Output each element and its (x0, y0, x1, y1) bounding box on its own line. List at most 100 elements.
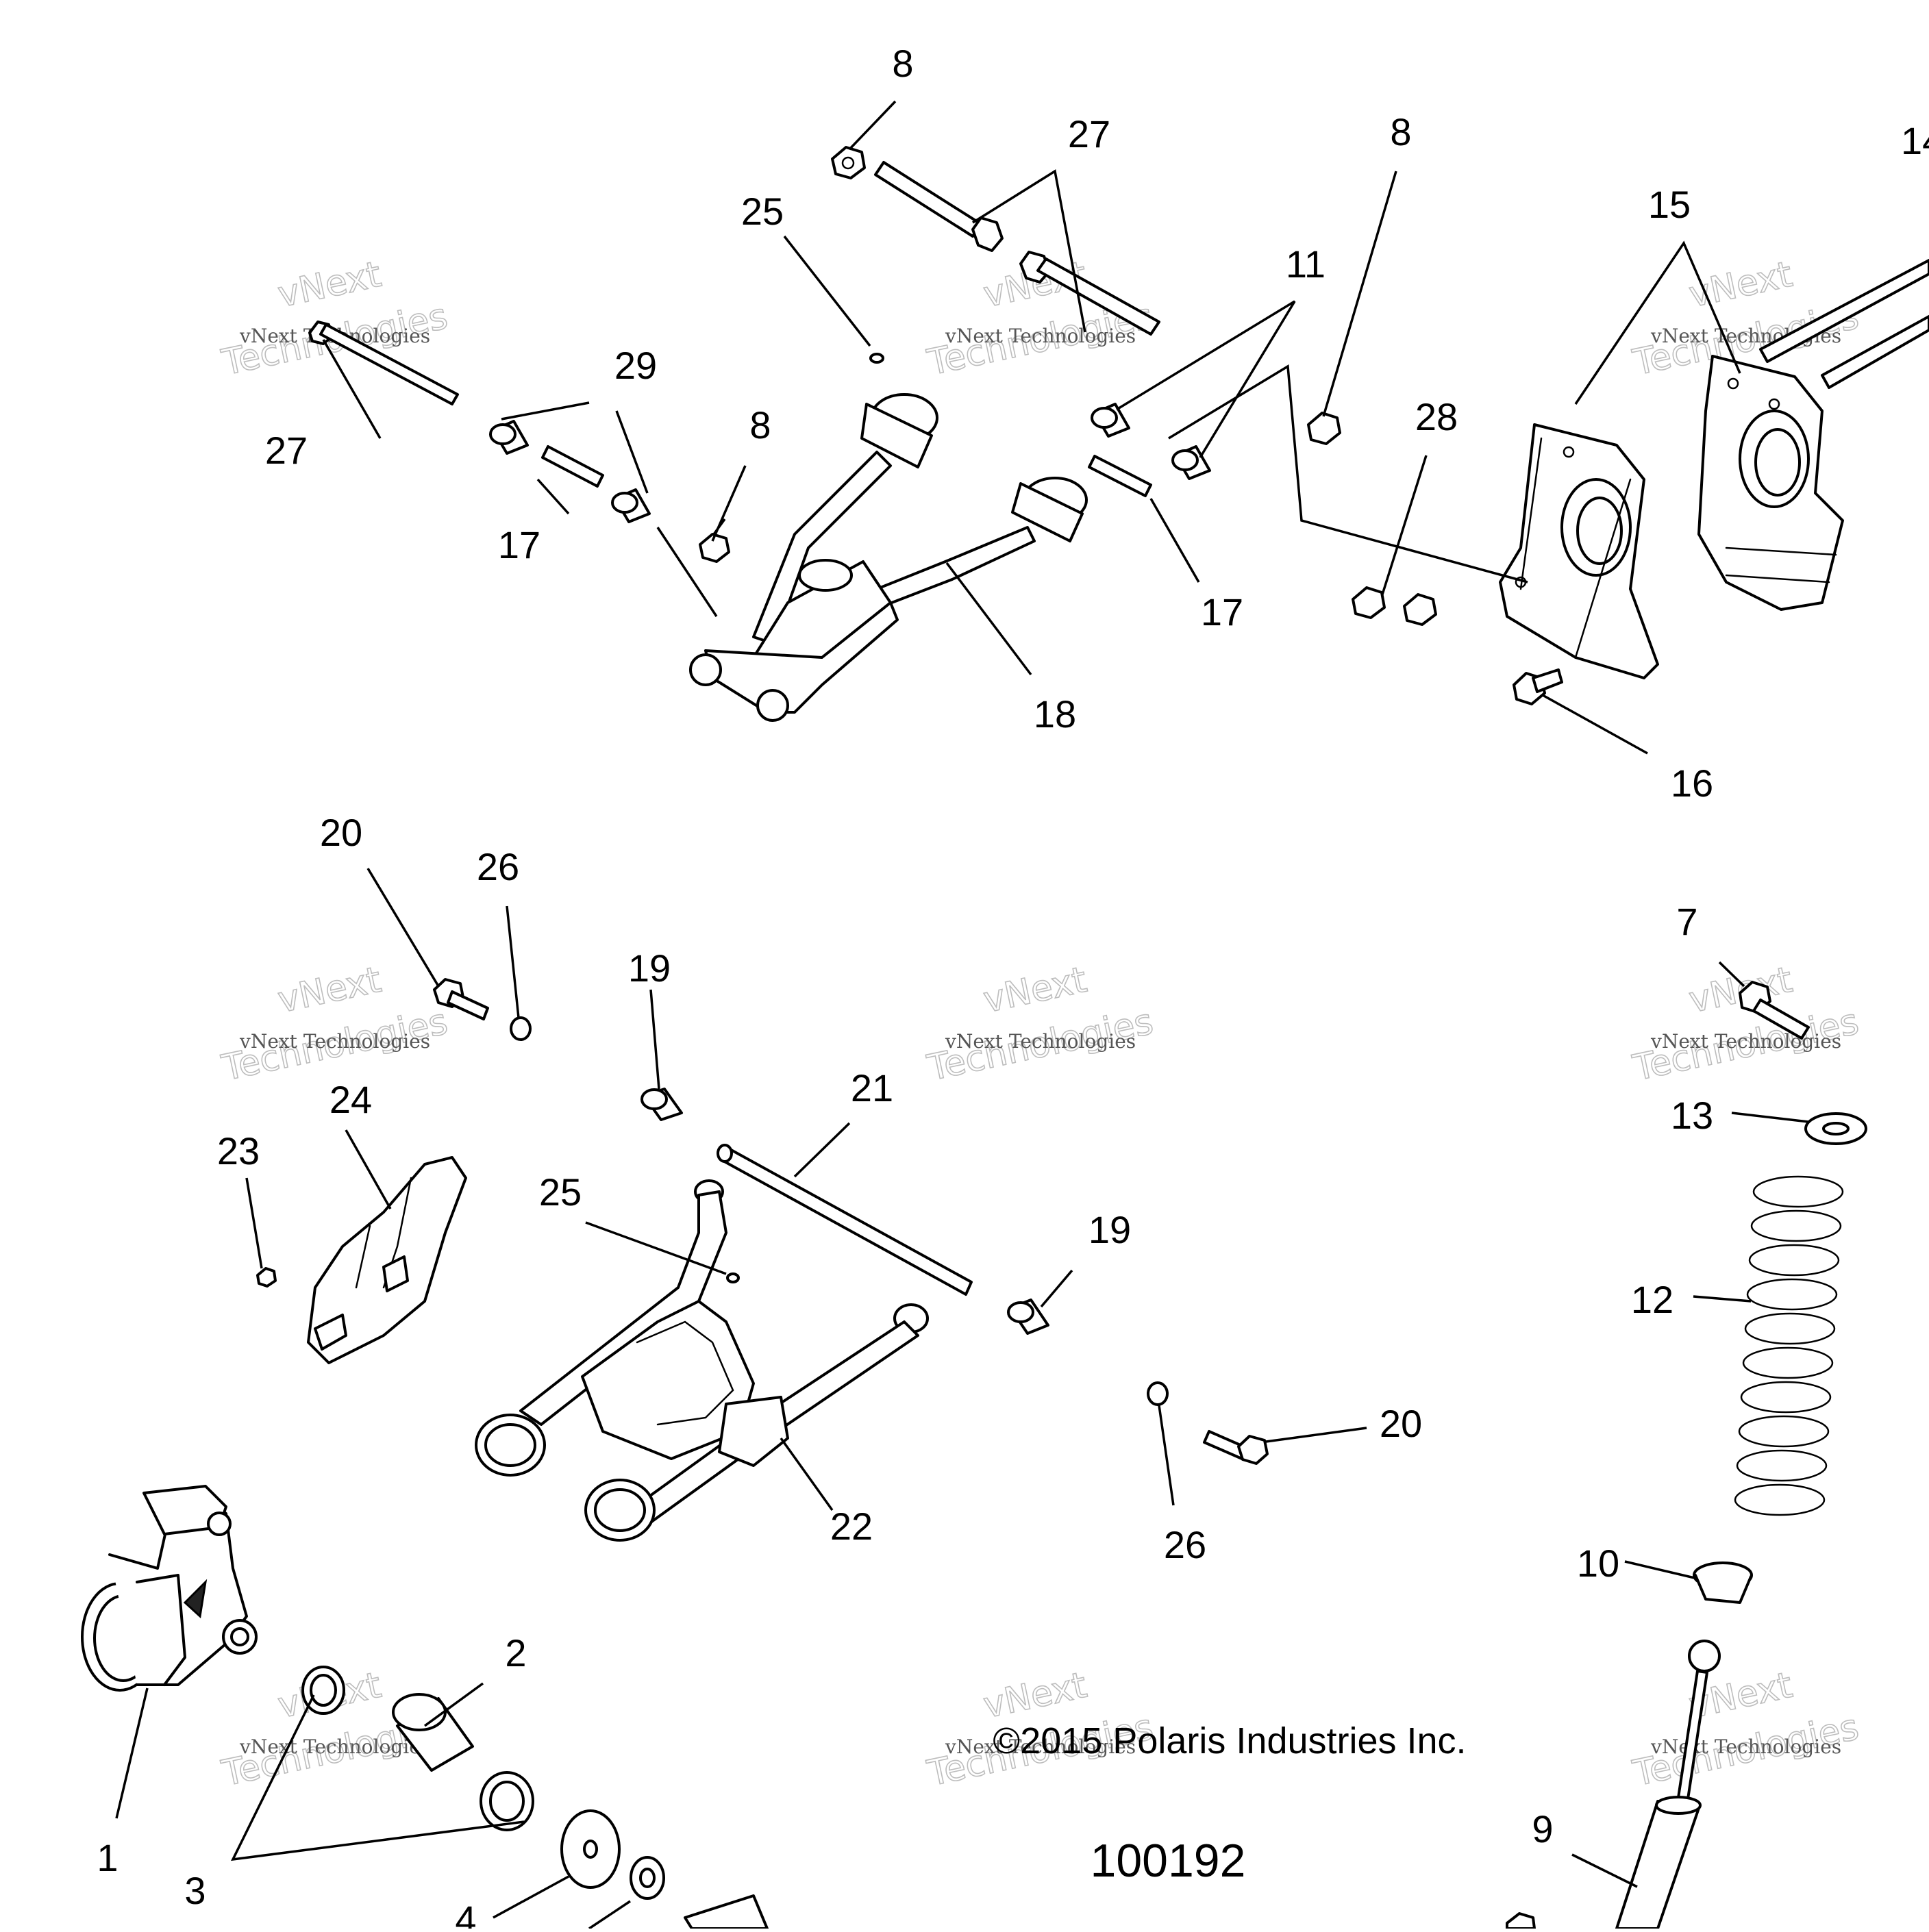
svg-text:vNext Technologies: vNext Technologies (945, 1030, 1136, 1053)
callout-19: 19 (628, 946, 671, 990)
part-15-bracket-left (1499, 423, 1659, 679)
part-14-rod-a (1759, 259, 1929, 363)
part-8-nut-right (1307, 412, 1341, 445)
callout-26: 26 (477, 845, 519, 888)
svg-text:vNext: vNext (980, 959, 1091, 1021)
svg-text:vNext: vNext (275, 254, 385, 316)
svg-text:vNext Technologies: vNext Technologies (239, 1030, 430, 1053)
callout-13: 13 (1671, 1094, 1713, 1137)
part-25-grease-fitting-top (869, 353, 884, 364)
svg-text:vNext Technologies: vNext Technologies (1650, 1735, 1841, 1758)
callout-20: 20 (320, 811, 362, 854)
part-partial-nut-bottom (1506, 1912, 1536, 1930)
part-21-pivot-shaft (717, 1144, 973, 1296)
part-4-washer-small (630, 1856, 665, 1900)
part-20-bolt-bottom (1203, 1430, 1269, 1465)
part-16-bolt (1513, 668, 1563, 705)
copyright-notice: ©2015 Polaris Industries Inc. (993, 1720, 1466, 1761)
part-22-trailing-arm (475, 1179, 929, 1542)
part-27-bolt-left (308, 321, 459, 405)
callout-labels: 8 27 25 27 29 17 8 18 11 17 8 28 15 14 1… (97, 42, 1929, 1932)
callout-16: 16 (1671, 762, 1713, 805)
part-24-guard (307, 1156, 467, 1364)
callout-25: 25 (741, 190, 784, 233)
callout-28: 28 (1415, 395, 1458, 438)
watermark: vNext Technologies vNext Technologies (1629, 959, 1863, 1090)
part-3-bearing-a (301, 1666, 345, 1715)
callout-1: 1 (97, 1836, 118, 1879)
part-27-bolts-top (874, 161, 1160, 336)
part-19-bushing-right (1007, 1299, 1049, 1335)
svg-text:vNext Technologies: vNext Technologies (945, 325, 1136, 347)
callout-8: 8 (1390, 110, 1411, 153)
part-8-nut-mid (699, 533, 730, 563)
callout-19: 19 (1088, 1208, 1131, 1251)
part-17-pin-right (1088, 455, 1152, 497)
callout-4: 4 (455, 1898, 476, 1929)
watermark: vNext Technologies vNext Technologies (218, 959, 452, 1090)
part-14-rod-b (1821, 315, 1929, 389)
callout-27: 27 (1068, 112, 1110, 155)
callout-8: 8 (892, 42, 913, 85)
callout-21: 21 (851, 1066, 893, 1109)
part-28-nut-a (1352, 586, 1386, 619)
part-29-bushing-right (611, 488, 651, 523)
part-19-bushing-top (640, 1088, 683, 1121)
svg-text:vNext: vNext (275, 959, 385, 1021)
part-11-bushing-right (1171, 445, 1211, 480)
part-4-bolt-partial (684, 1894, 769, 1930)
part-26-washer-bottom (1147, 1381, 1169, 1406)
callout-11: 11 (1286, 242, 1326, 286)
callout-2: 2 (505, 1631, 526, 1674)
watermark: vNext Technologies vNext Technologies (218, 253, 452, 384)
callout-22: 22 (830, 1505, 873, 1548)
part-11-bushing-left (1091, 403, 1130, 438)
callout-7: 7 (1676, 900, 1697, 943)
part-28-nut-b (1403, 593, 1437, 626)
callout-9: 9 (1532, 1807, 1553, 1851)
part-17-pin-left (541, 445, 604, 488)
drawing-number: 100192 (1091, 1835, 1246, 1887)
watermark: vNext Technologies vNext Technologies (1629, 1664, 1863, 1795)
callout-25: 25 (539, 1170, 582, 1214)
callout-29: 29 (614, 344, 657, 387)
callout-26: 26 (1164, 1523, 1206, 1566)
svg-text:vNext Technologies: vNext Technologies (1650, 1030, 1841, 1053)
part-20-bolt-top (433, 978, 489, 1020)
leader-lines (115, 100, 1809, 1930)
part-15-bracket-right (1697, 355, 1844, 611)
part-1-knuckle (81, 1485, 258, 1692)
part-13-spring-retainer (1804, 1112, 1867, 1145)
callout-17: 17 (498, 523, 540, 566)
callout-20: 20 (1380, 1402, 1422, 1445)
part-2-sleeve (392, 1693, 474, 1772)
svg-text:vNext: vNext (980, 1665, 1091, 1727)
callout-24: 24 (329, 1078, 372, 1121)
part-8-nut-top (831, 146, 866, 179)
callout-17: 17 (1201, 590, 1243, 633)
callout-14: 14 (1901, 119, 1929, 162)
svg-text:vNext Technologies: vNext Technologies (239, 1735, 430, 1758)
callout-3: 3 (184, 1869, 206, 1912)
callout-23: 23 (217, 1129, 260, 1172)
part-9-shock-absorber (1615, 1640, 1721, 1930)
part-7-bolt (1739, 981, 1810, 1040)
callout-15: 15 (1648, 183, 1691, 226)
part-26-washer-top (510, 1016, 532, 1041)
part-25-grease-fitting-lower (726, 1272, 740, 1283)
watermark: vNext Technologies vNext Technologies (923, 959, 1158, 1090)
part-18-upper-a-arm (689, 393, 1088, 722)
callout-27: 27 (265, 429, 308, 472)
part-10-spring-seat (1693, 1561, 1753, 1604)
svg-text:vNext Technologies: vNext Technologies (945, 1735, 1136, 1758)
part-4-washer-large (560, 1809, 621, 1889)
part-12-coil-spring (1734, 1175, 1844, 1516)
callout-12: 12 (1631, 1278, 1673, 1321)
part-3-bearing-b (480, 1771, 534, 1831)
callout-10: 10 (1577, 1542, 1619, 1585)
callout-18: 18 (1034, 692, 1076, 736)
part-29-bushing-left (489, 420, 529, 455)
part-23-screw (256, 1267, 277, 1288)
